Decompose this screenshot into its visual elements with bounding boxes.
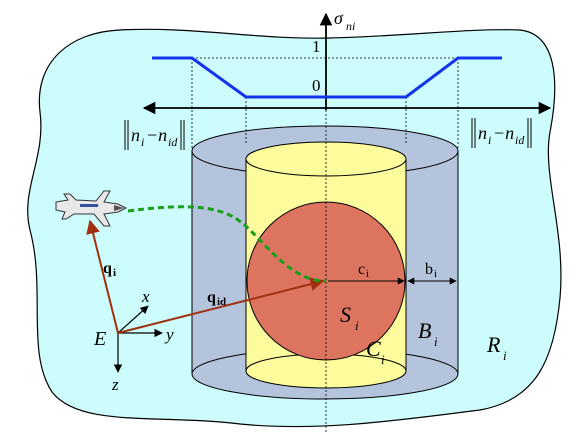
level-zero-label: 0 <box>312 76 321 95</box>
c-sub-label: i <box>366 268 369 280</box>
s-sub-label: i <box>355 318 359 333</box>
b-region-label: B <box>418 318 431 343</box>
membership-curve <box>152 56 502 99</box>
r-region-sub-label: i <box>503 348 507 363</box>
trajectory-path <box>127 205 327 283</box>
c-region-label: C <box>366 336 381 361</box>
svg-text:−n: −n <box>493 123 514 143</box>
sigma-label: σ <box>334 8 344 28</box>
sigma-sub-label: ni <box>346 19 355 33</box>
c-region-sub-label: i <box>381 352 385 367</box>
c-label: c <box>358 261 365 278</box>
svg-text:n: n <box>131 125 140 145</box>
b-region-sub-label: i <box>434 334 438 349</box>
axis-x-label: x <box>141 287 150 306</box>
b-sub-label: i <box>434 268 437 280</box>
svg-text:id: id <box>515 133 525 147</box>
frame-e-label: E <box>93 328 106 350</box>
r-region-label: R <box>486 332 501 357</box>
norm-left-label: n i −n id <box>124 120 185 150</box>
b-label: b <box>425 261 433 278</box>
svg-text:−n: −n <box>146 125 167 145</box>
guide-lines <box>191 30 459 432</box>
coordinate-frame <box>113 305 163 373</box>
svg-text:i: i <box>488 133 491 147</box>
level-one-label: 1 <box>312 37 321 56</box>
svg-text:id: id <box>168 135 178 149</box>
q-id-sub-label: id <box>217 296 226 308</box>
axis-z-label: z <box>111 375 119 394</box>
svg-text:i: i <box>141 135 144 149</box>
q-i-label: q <box>103 260 112 277</box>
q-id-label: q <box>207 289 216 306</box>
q-id-vector <box>117 277 325 334</box>
norm-right-label: n i −n id <box>471 118 532 148</box>
axis-y-label: y <box>164 325 174 344</box>
q-i-vector <box>86 219 119 334</box>
airplane-icon <box>55 190 128 227</box>
svg-text:n: n <box>478 123 487 143</box>
s-label: S <box>340 302 351 327</box>
q-i-sub-label: i <box>113 267 116 279</box>
